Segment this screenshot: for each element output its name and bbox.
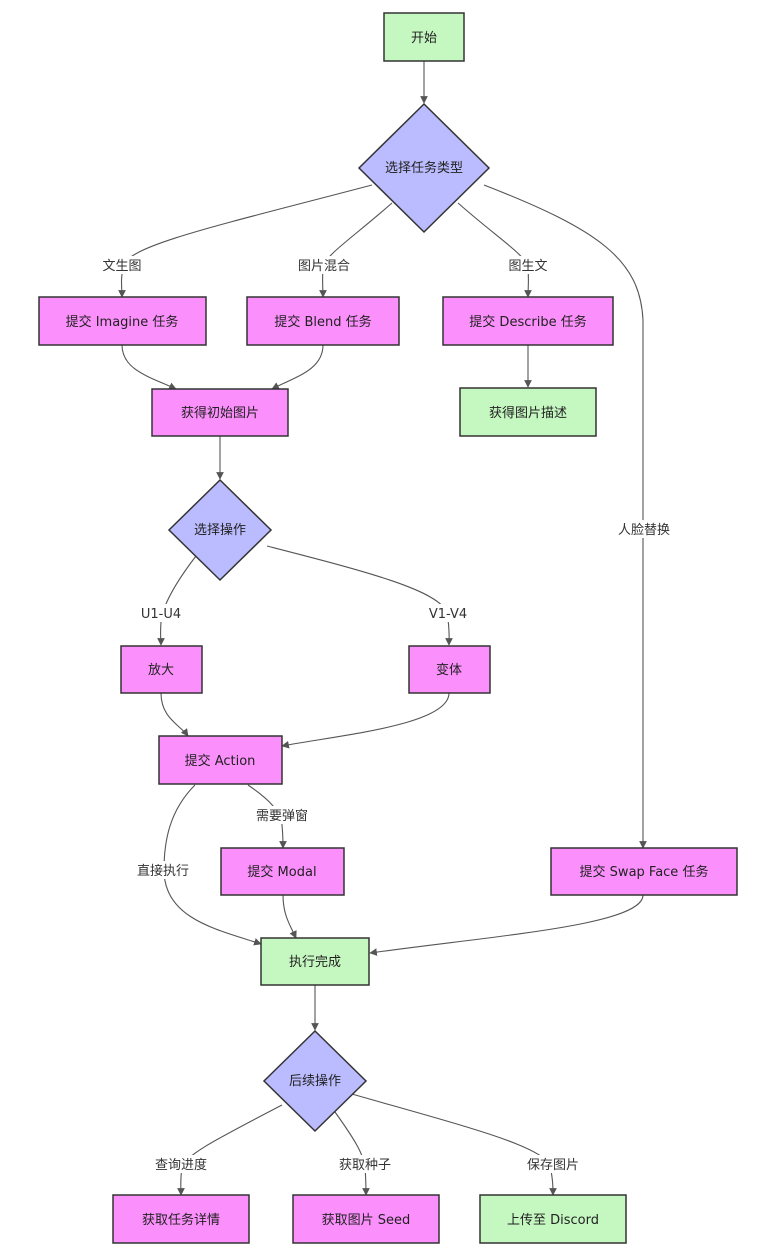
node-choose-operation: 选择操作 [167,478,273,582]
edge-followup-to-task-detail [177,1104,283,1196]
edge-choose-op-to-upscale [157,555,197,646]
edge-choose-task-to-blend [319,202,393,298]
edge-label-query-progress: 查询进度 [155,1157,207,1173]
node-followup-label: 后续操作 [289,1073,341,1089]
node-action-label: 提交 Action [185,753,256,769]
node-imagine: 提交 Imagine 任务 [38,296,207,346]
edge-action-to-modal [247,784,287,849]
node-describe: 提交 Describe 任务 [442,296,614,346]
edge-label-face-swap: 人脸替换 [618,523,670,538]
edge-labels: 文生图 图片混合 图生文 人脸替换 U1-U4 V1-V4 需要弹窗 直接执行 … [96,256,676,1173]
node-modal: 提交 Modal [220,847,345,896]
node-discord-label: 上传至 Discord [507,1213,599,1228]
edge-blend-to-initial-image [271,344,324,390]
node-upscale-label: 放大 [148,663,174,678]
edge-followup-to-seed [334,1111,370,1196]
node-done-label: 执行完成 [289,955,341,970]
node-modal-label: 提交 Modal [247,864,316,880]
edge-choose-task-to-imagine [118,184,373,298]
node-blend-label: 提交 Blend 任务 [274,314,371,330]
node-task-detail: 获取任务详情 [112,1194,250,1244]
edge-followup-to-discord [351,1093,557,1196]
edge-modal-to-done [282,894,297,939]
node-initial-image: 获得初始图片 [151,388,289,437]
node-done: 执行完成 [260,937,370,986]
nodes: 开始 选择任务类型 提交 Imagine 任务 提交 Blend 任务 提交 D… [38,12,738,1244]
edge-label-image-to-text: 图生文 [508,259,547,274]
node-initial-image-label: 获得初始图片 [181,405,259,421]
node-image-description-label: 获得图片描述 [489,405,567,421]
edge-imagine-to-initial-image [121,344,177,390]
edge-label-need-modal: 需要弹窗 [256,808,308,824]
node-start-label: 开始 [411,31,437,46]
node-blend: 提交 Blend 任务 [246,296,400,346]
node-upscale: 放大 [120,645,203,694]
node-variation: 变体 [408,645,491,694]
edge-label-direct-exec: 直接执行 [137,863,189,879]
node-swap-face-label: 提交 Swap Face 任务 [580,864,709,880]
node-imagine-label: 提交 Imagine 任务 [66,314,179,330]
edge-label-image-blend: 图片混合 [298,259,350,274]
node-action: 提交 Action [158,735,283,785]
node-discord: 上传至 Discord [479,1194,627,1244]
node-swap-face: 提交 Swap Face 任务 [550,847,738,896]
edge-variation-to-action [281,692,450,749]
edge-upscale-to-action [160,692,189,737]
node-task-detail-label: 获取任务详情 [142,1212,220,1228]
node-choose-task-type-label: 选择任务类型 [385,160,463,176]
edge-choose-task-to-swap-face [483,184,647,849]
node-choose-task-type: 选择任务类型 [357,102,491,234]
edges [118,61,647,1196]
edge-choose-op-to-variation [266,545,453,646]
node-variation-label: 变体 [436,662,462,678]
node-followup: 后续操作 [262,1029,368,1133]
node-image-description: 获得图片描述 [459,387,597,437]
node-describe-label: 提交 Describe 任务 [469,314,586,330]
node-seed: 获取图片 Seed [292,1194,440,1244]
edge-choose-task-to-describe [457,202,532,298]
edge-label-u1-u4: U1-U4 [141,607,181,622]
node-seed-label: 获取图片 Seed [322,1213,411,1228]
node-choose-operation-label: 选择操作 [194,522,246,538]
edge-label-save-image: 保存图片 [527,1158,579,1173]
edge-label-v1-v4: V1-V4 [429,607,467,622]
edge-label-get-seed: 获取种子 [339,1158,391,1173]
edge-label-text-to-image: 文生图 [102,259,141,274]
edge-swap-face-to-done [369,894,644,956]
node-start: 开始 [383,12,465,62]
